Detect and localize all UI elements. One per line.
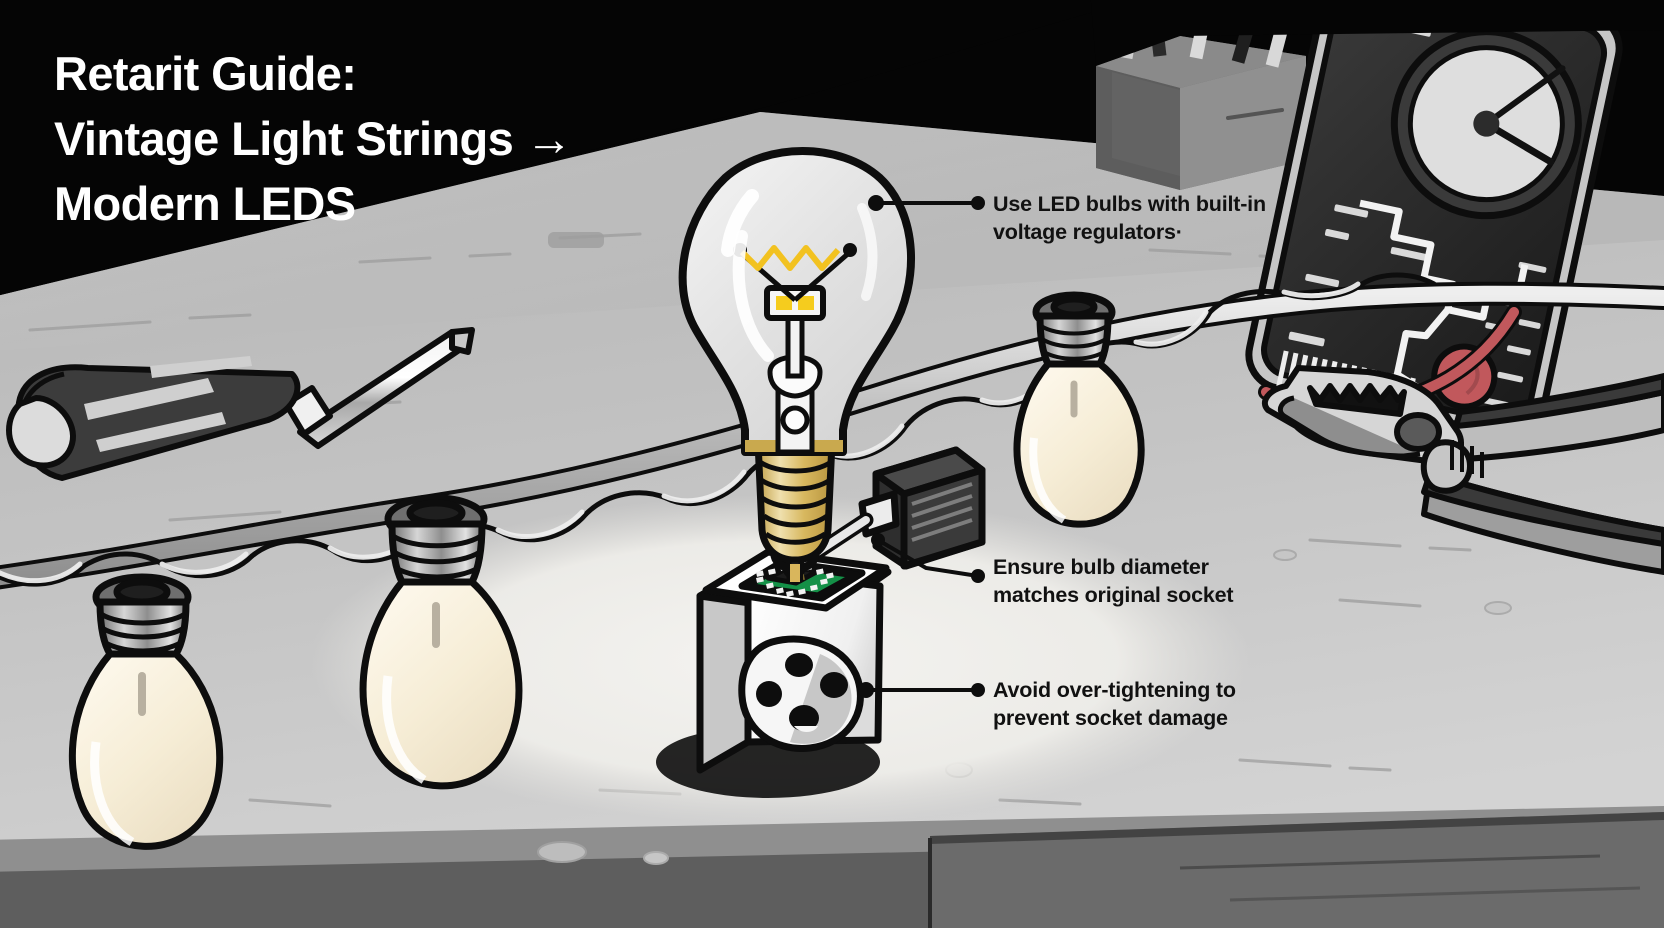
socket-module: [656, 548, 892, 798]
light-string-cord: [0, 272, 1664, 590]
title-backdrop: [0, 0, 1100, 296]
annotation-line-2: prevent socket damage: [993, 706, 1228, 731]
led-bulb-main: [678, 147, 915, 583]
annotation-line-2: voltage regulators·: [993, 220, 1183, 245]
annotation-line-2: matches original socket: [993, 583, 1234, 608]
screwdriver: [6, 327, 475, 481]
annotation-leaders: [866, 201, 979, 692]
annotation-line-1: Avoid over-tightening to: [993, 678, 1236, 702]
annotation-led-voltage-regulator: Use LED bulbs with built-in voltage regu…: [993, 190, 1266, 247]
title-line-2: Vintage Light Strings →: [54, 111, 573, 165]
annotation-avoid-over-tightening: Avoid over-tightening to prevent socket …: [993, 676, 1236, 733]
annotation-line-1: Ensure bulb diameter: [993, 555, 1209, 579]
annotation-bulb-diameter-match: Ensure bulb diameter matches original so…: [993, 553, 1234, 610]
vintage-bulb-1: [68, 573, 224, 850]
vintage-bulb-3: [1013, 291, 1145, 528]
vintage-bulb-2: [359, 494, 523, 790]
page-title: Retarit Guide: Vintage Light Strings → M…: [54, 42, 754, 237]
title-line-1: Retarit Guide:: [54, 47, 357, 100]
pliers: [1261, 365, 1664, 575]
title-line-3: Modern LEDS: [54, 176, 356, 230]
annotation-dots: [858, 195, 985, 698]
multimeter: [1245, 0, 1658, 441]
annotation-line-1: Use LED bulbs with built-in: [993, 192, 1266, 216]
